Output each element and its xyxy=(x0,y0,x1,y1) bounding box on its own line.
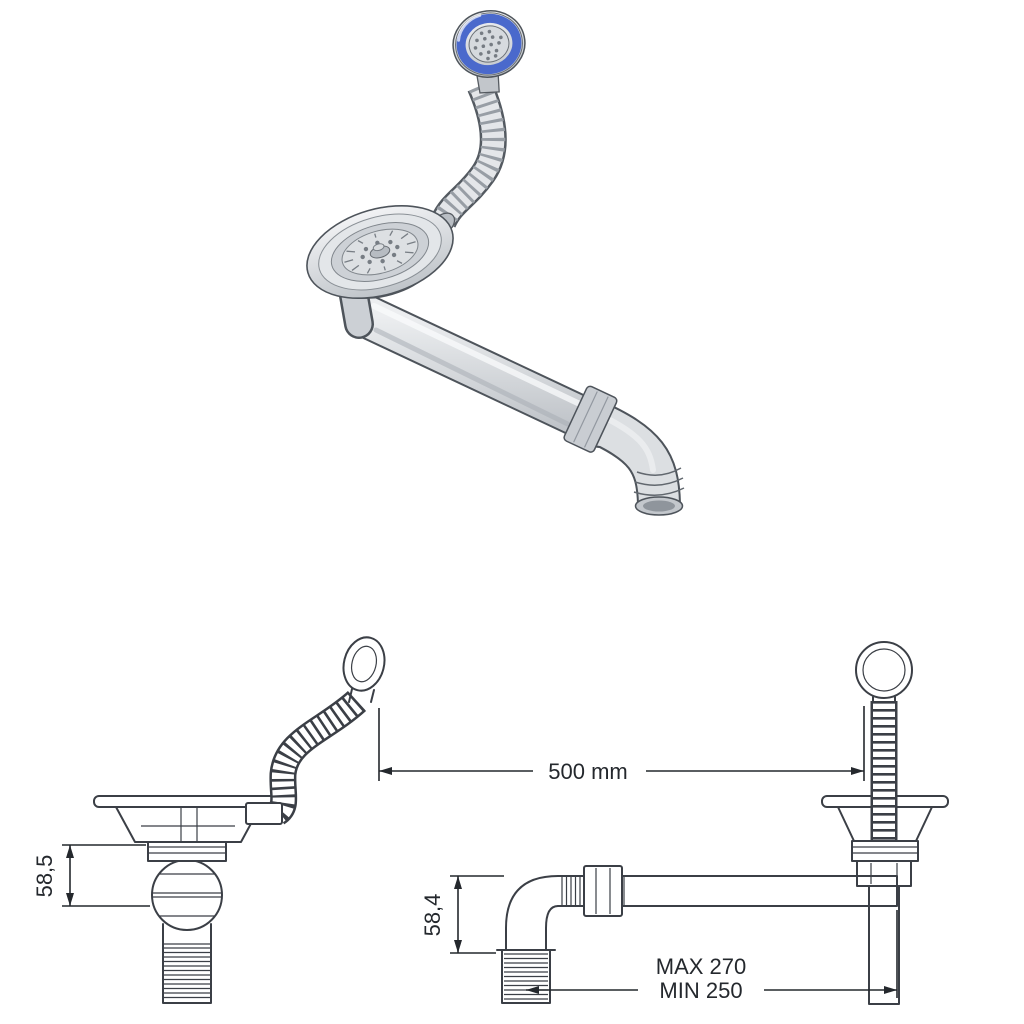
dimension-elbow-height: 58,4 xyxy=(420,875,504,954)
side-view-right xyxy=(821,641,949,1005)
hose-stub-left xyxy=(245,802,283,825)
render-3d-view xyxy=(306,10,685,516)
overflow-cap-grille-dots xyxy=(473,29,503,61)
strainer-locknut-right xyxy=(851,840,919,862)
strainer-height-label: 58,5 xyxy=(32,855,57,898)
overflow-cap-right xyxy=(855,641,913,703)
pipe-thread-hatch xyxy=(561,877,581,905)
strainer-locknut-left xyxy=(147,840,227,862)
overflow-fitting-left xyxy=(342,636,386,703)
pipe-min-label: MIN 250 xyxy=(659,978,742,1003)
overflow-cap-3d xyxy=(452,10,526,94)
pipe-max-label: MAX 270 xyxy=(656,954,747,979)
strainer-basket-3d xyxy=(306,204,454,300)
drain-pipe-3d xyxy=(344,294,685,516)
overflow-hose-left xyxy=(268,690,367,825)
dimension-strainer-height: 58,5 xyxy=(32,844,150,907)
bottom-pipe-view xyxy=(496,865,898,1004)
elbow-inner xyxy=(545,905,559,951)
threaded-outlet-bottom xyxy=(496,949,556,1004)
pipe-nut-right xyxy=(856,860,912,887)
hose-length-label: 500 mm xyxy=(548,759,627,784)
elbow-outer xyxy=(505,875,559,951)
strainer-slots xyxy=(344,230,416,274)
threaded-outlet-3d xyxy=(633,467,685,516)
dimension-pipe-range: MAX 270 MIN 250 xyxy=(526,910,898,1003)
strainer-bowl-left xyxy=(115,806,261,843)
trap-body xyxy=(151,859,223,931)
elbow-height-label: 58,4 xyxy=(420,894,445,937)
coupling-nut-bottom xyxy=(583,865,623,917)
dimension-hose-length: 500 mm xyxy=(378,706,865,784)
overflow-cap-blue-ring xyxy=(456,13,522,75)
side-view-left xyxy=(93,636,386,1004)
pipe-nut-3d xyxy=(563,385,618,453)
threaded-outlet-left xyxy=(162,923,212,1004)
